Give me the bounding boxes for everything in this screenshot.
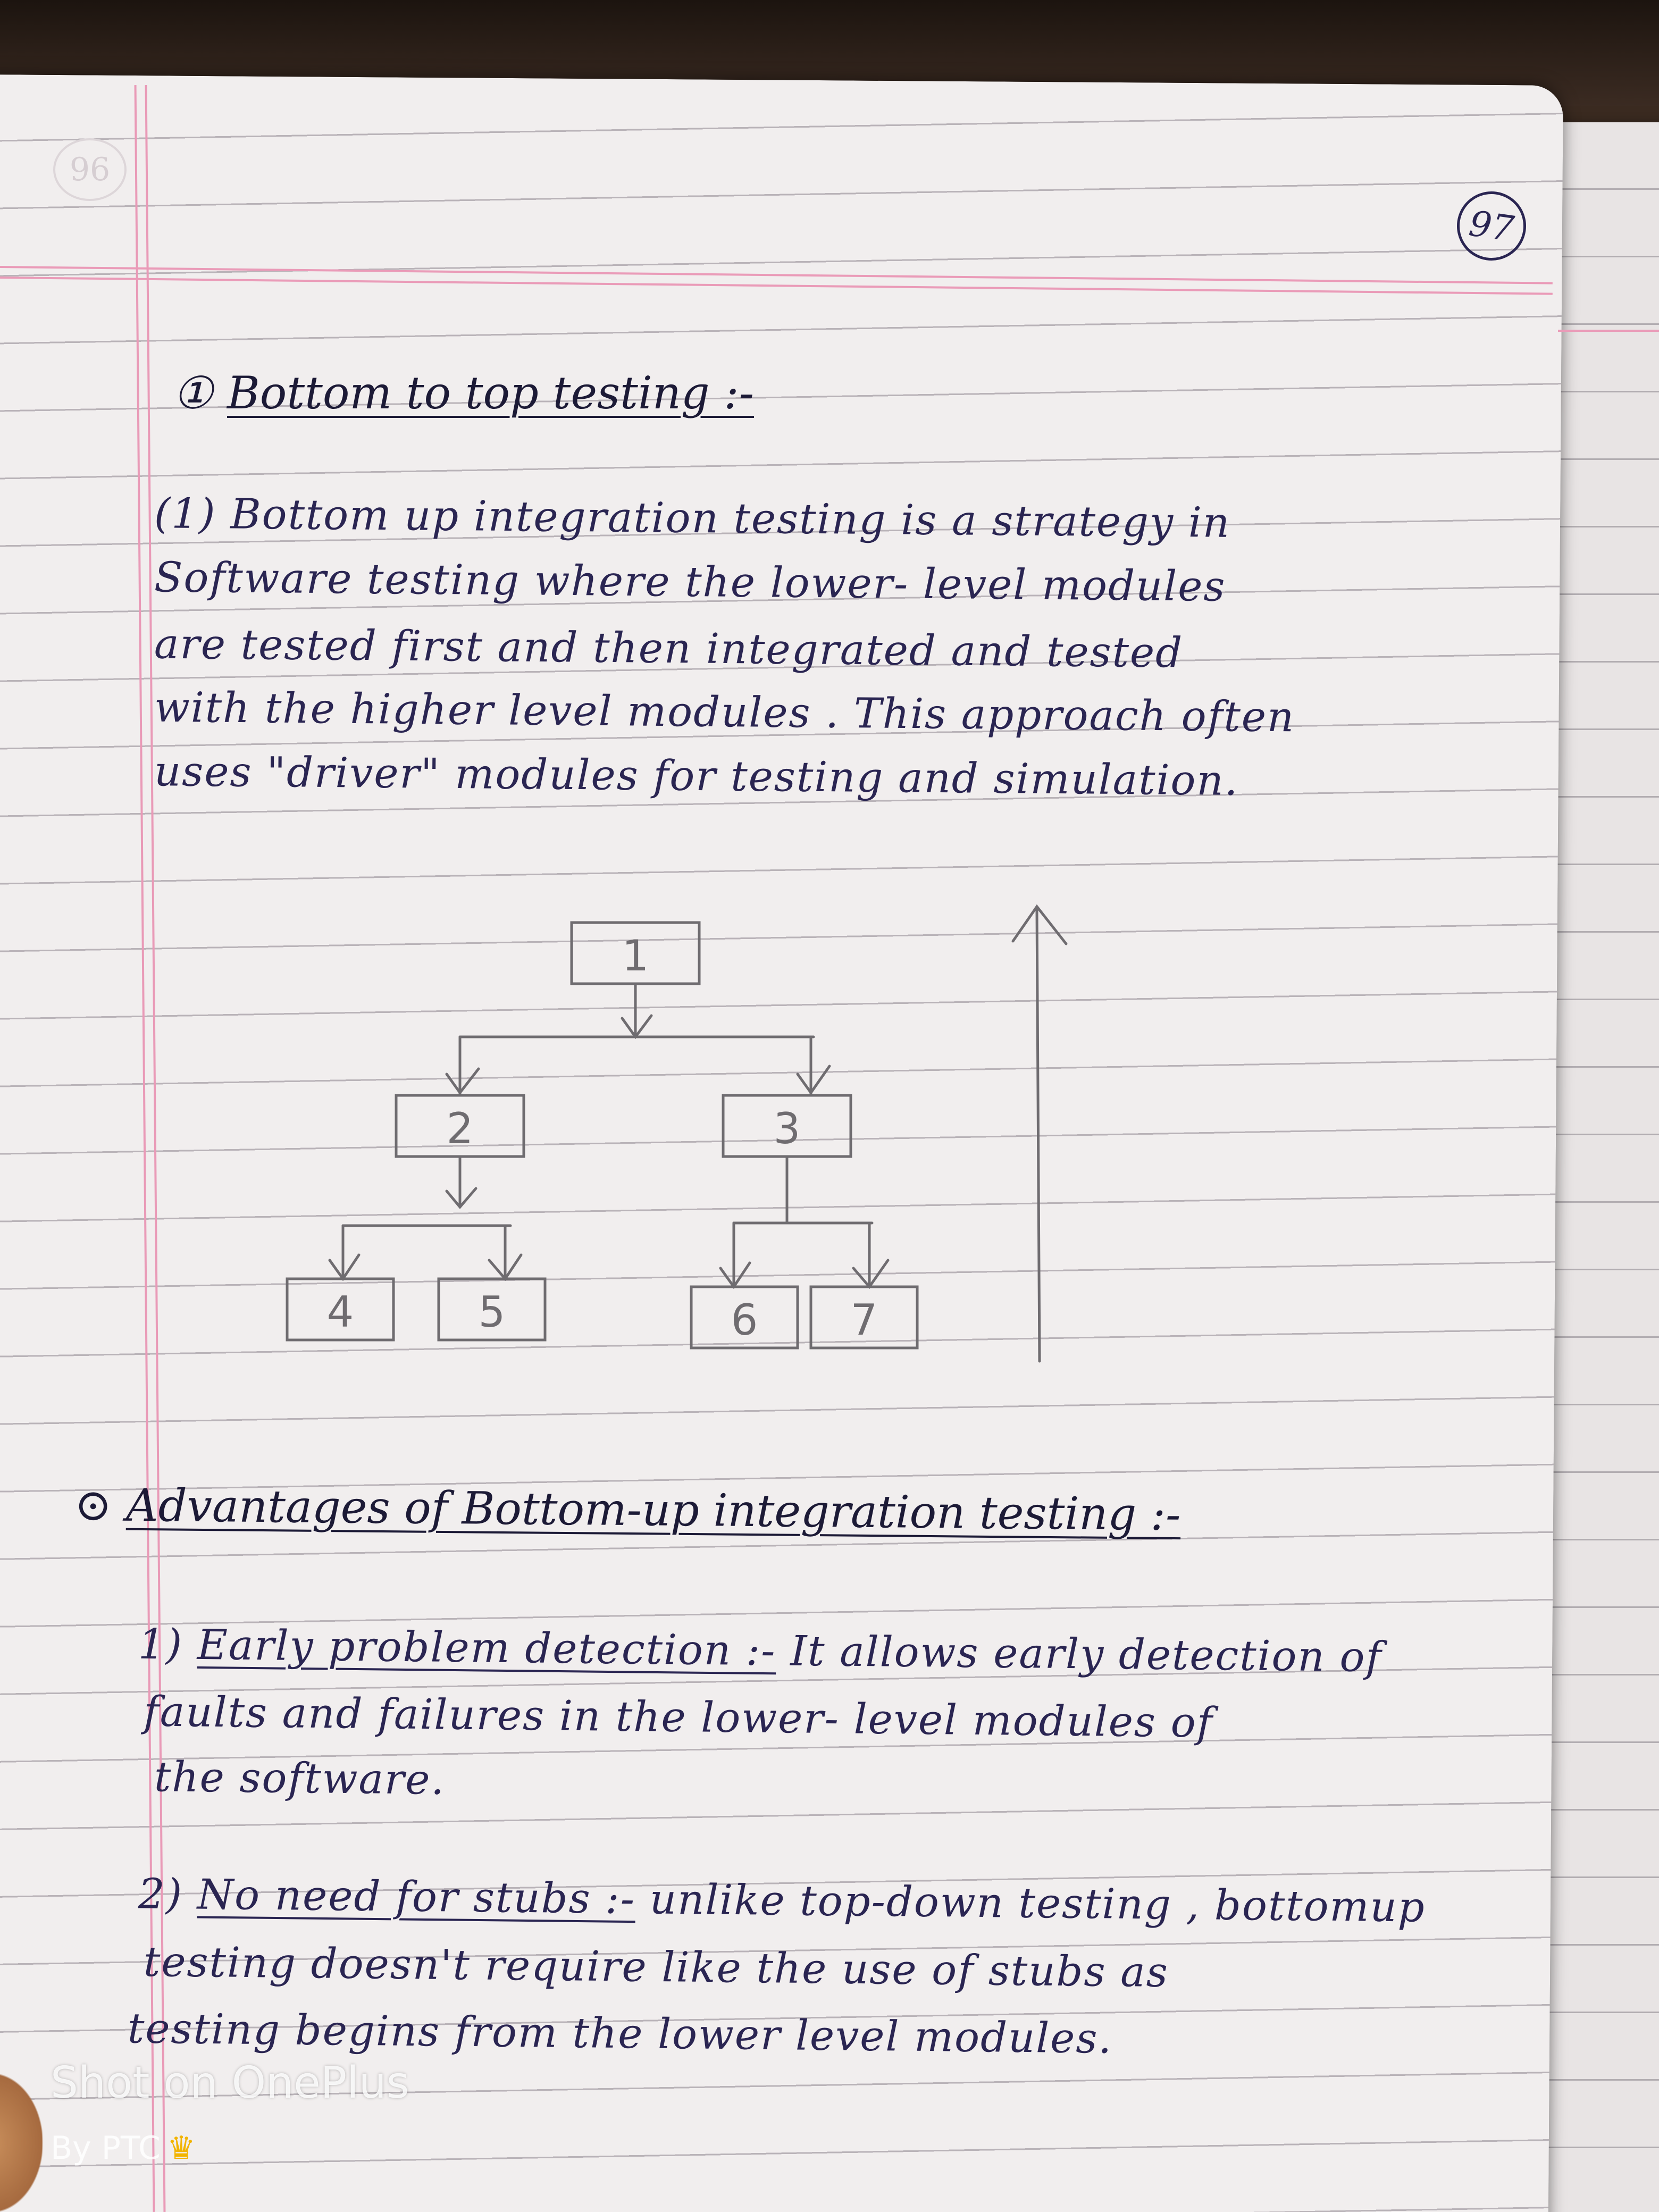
- definition-line: uses "driver" modules for testing and si…: [154, 748, 1239, 805]
- section-heading-text: Bottom to top testing :-: [227, 367, 755, 419]
- connector-2-arrow: [445, 1187, 477, 1209]
- camera-watermark-byline: By PTC ♛: [51, 2130, 196, 2167]
- next-page-edge: [1542, 122, 1659, 2212]
- advantage-title: Early problem detection :-: [197, 1621, 777, 1675]
- connector-to-5-arrow: [488, 1253, 523, 1281]
- node-label-3: 3: [774, 1104, 801, 1153]
- node-box-5: [437, 1277, 547, 1342]
- advantage-line: It allows early detection of: [790, 1627, 1382, 1682]
- node-label-6: 6: [731, 1295, 758, 1345]
- crown-icon: ♛: [166, 2130, 196, 2167]
- advantage-line: the software.: [154, 1753, 446, 1804]
- advantages-heading: ⊙ Advantages of Bottom-up integration te…: [74, 1479, 1181, 1540]
- section-heading: ① Bottom to top testing :-: [173, 367, 754, 419]
- camera-watermark: Shot on OnePlus: [51, 2058, 409, 2108]
- connector-to-6-arrow: [719, 1261, 751, 1289]
- connector-to-7-arrow: [852, 1259, 890, 1289]
- finger-edge: [0, 2074, 43, 2212]
- definition-line: are tested first and then integrated and…: [154, 620, 1184, 677]
- advantages-heading-text: Advantages of Bottom-up integration test…: [125, 1479, 1181, 1541]
- connector-to-3-arrow: [796, 1065, 831, 1095]
- advantage-line: unlike top-down testing , bottomup: [649, 1875, 1426, 1932]
- advantage-number: 1): [138, 1620, 183, 1669]
- upward-arrow-head: [1011, 904, 1068, 945]
- module-hierarchy-diagram: 1 2 3 4 5 6 7: [255, 883, 1106, 1388]
- node-label-7: 7: [851, 1295, 878, 1345]
- advantage-number: 2): [138, 1870, 183, 1919]
- definition-line: with the higher level modules . This app…: [154, 683, 1295, 742]
- faded-page-number: 96: [53, 138, 127, 201]
- advantage-title: No need for stubs :-: [197, 1871, 636, 1924]
- definition-line: Software testing where the lower- level …: [154, 554, 1226, 611]
- node-box-4: [286, 1277, 395, 1342]
- node-label-1: 1: [622, 931, 649, 981]
- definition-line: (1) Bottom up integration testing is a s…: [154, 490, 1231, 547]
- watermark-byline-text: By PTC: [51, 2130, 161, 2167]
- connector-to-4-arrow: [328, 1253, 361, 1281]
- right-page-top-line: [1558, 330, 1659, 332]
- node-label-2: 2: [447, 1104, 474, 1153]
- section-heading-number: ①: [173, 367, 213, 419]
- diagram-svg: 1 2 3 4 5 6 7: [286, 904, 1068, 1363]
- connector-to-2-arrow: [445, 1067, 480, 1095]
- advantages-heading-bullet: ⊙: [74, 1478, 112, 1531]
- node-label-4: 4: [327, 1287, 354, 1337]
- node-label-5: 5: [479, 1287, 506, 1337]
- node-box-6: [690, 1285, 799, 1350]
- upward-arrow-shaft: [1035, 908, 1041, 1363]
- node-box-7: [809, 1285, 919, 1350]
